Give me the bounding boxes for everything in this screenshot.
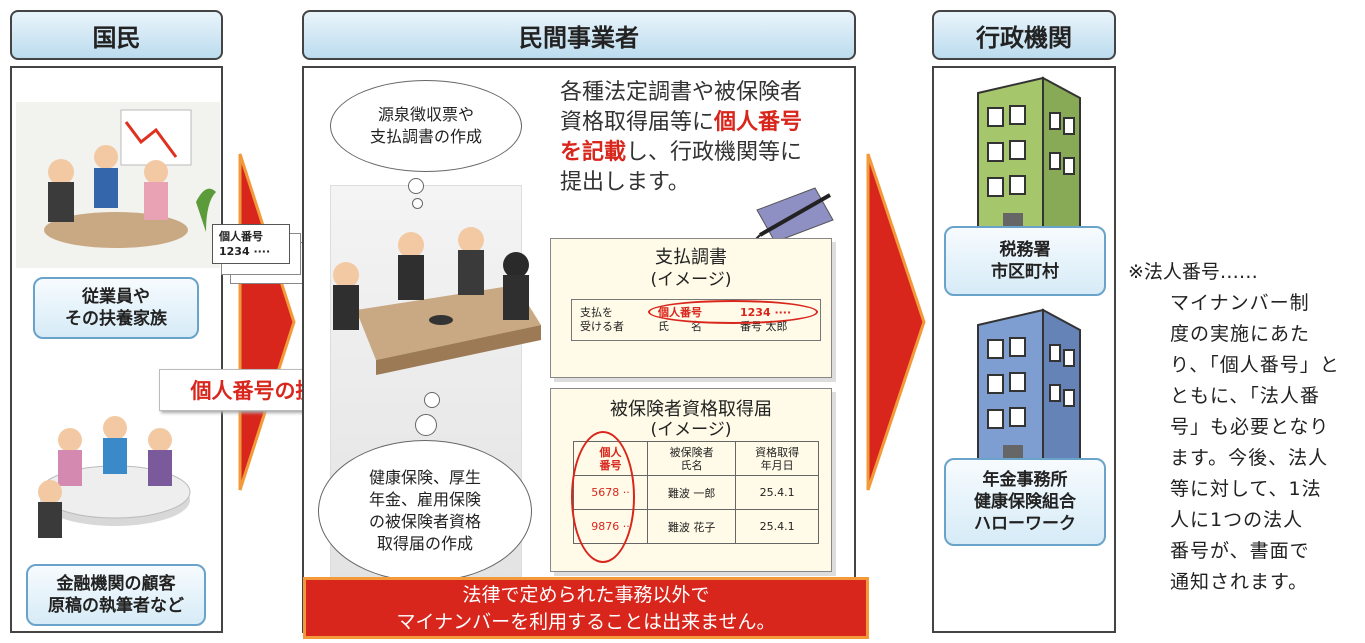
flow-arrow-right bbox=[866, 153, 926, 491]
cloud2-line2: 年金、雇用保険 bbox=[368, 490, 481, 509]
note-line-9: 番号が、書面で bbox=[1170, 540, 1310, 562]
tax-office-line1: 税務署 bbox=[999, 240, 1051, 260]
office-meeting-illustration bbox=[16, 102, 220, 268]
customer-meeting-illustration bbox=[38, 416, 191, 538]
payment-number-highlight-ellipse bbox=[648, 300, 818, 324]
number-card: 個人番号 1234 ···· bbox=[212, 224, 290, 264]
insured-header3-l2: 年月日 bbox=[760, 458, 794, 472]
pension-office-line1: 年金事務所 bbox=[982, 470, 1068, 490]
employees-line1: 従業員や bbox=[82, 287, 150, 307]
thought-cloud-withholding: 源泉徴収票や 支払調書の作成 bbox=[330, 80, 522, 172]
insured-number-highlight-ellipse bbox=[571, 431, 635, 563]
citizen-header: 国民 bbox=[10, 10, 223, 60]
flow-arrow-left bbox=[238, 153, 296, 491]
citizen-title: 国民 bbox=[92, 23, 141, 52]
tax-office-box: 税務署 市区町村 bbox=[944, 226, 1106, 296]
payment-row-label1: 支払を bbox=[580, 306, 613, 319]
business-description: 各種法定調書や被保険者 資格取得届等に個人番号 を記載し、行政機関等に 提出しま… bbox=[560, 78, 850, 198]
payment-doc-title: 支払調書 bbox=[655, 247, 727, 268]
note-line-6: ます。今後、法人 bbox=[1170, 447, 1329, 469]
corporate-number-note: ※法人番号…… マイナンバー制 度の実施にあた り、「個人番号」と ともに、「法… bbox=[1128, 257, 1360, 598]
government-title: 行政機関 bbox=[976, 23, 1072, 52]
description-line1: 各種法定調書や被保険者 bbox=[560, 80, 803, 105]
insured-doc-subtitle: (イメージ) bbox=[650, 420, 732, 440]
insured-header2-l2: 氏名 bbox=[680, 458, 703, 472]
cloud1-line1: 源泉徴収票や bbox=[377, 105, 474, 124]
employees-line2: その扶養家族 bbox=[65, 309, 167, 329]
banner-line2: マイナンバーを利用することは出来ません。 bbox=[396, 611, 776, 633]
insured-row1-date: 25.4.1 bbox=[735, 475, 819, 510]
payment-name-header: 氏 名 bbox=[658, 320, 702, 333]
tax-office-line2: 市区町村 bbox=[991, 262, 1059, 282]
thought-bubble-dot bbox=[415, 414, 437, 436]
customers-line1: 金融機関の顧客 bbox=[56, 574, 176, 594]
number-card-stack: 個人番号 1234 ···· bbox=[212, 224, 312, 288]
pension-office-building-icon bbox=[977, 308, 1081, 477]
thought-bubble-dot bbox=[424, 392, 440, 408]
insured-header3-l1: 資格取得 bbox=[755, 445, 800, 459]
description-line4: 提出します。 bbox=[560, 170, 690, 195]
cloud2-line1: 健康保険、厚生 bbox=[368, 468, 481, 487]
thought-cloud-insurance: 健康保険、厚生 年金、雇用保険 の被保険者資格 取得届の作成 bbox=[318, 440, 532, 582]
customers-box: 金融機関の顧客 原稿の執筆者など bbox=[26, 564, 206, 626]
description-line3: し、行政機関等に bbox=[626, 140, 803, 165]
insured-row1-name: 難波 一郎 bbox=[647, 475, 737, 510]
insured-header2-l1: 被保険者 bbox=[669, 445, 714, 459]
business-title: 民間事業者 bbox=[519, 23, 639, 52]
description-highlight2: を記載 bbox=[560, 140, 627, 165]
note-line-1: マイナンバー制 bbox=[1170, 292, 1310, 314]
banner-line1: 法律で定められた事務以外で bbox=[462, 584, 710, 606]
note-line-7: 等に対して、1法 bbox=[1170, 478, 1322, 500]
insured-qualification-document: 被保険者資格取得届 (イメージ) 個人番号 被保険者氏名 資格取得年月日 567… bbox=[550, 388, 832, 572]
payment-doc-subtitle: (イメージ) bbox=[650, 270, 732, 290]
insured-doc-title: 被保険者資格取得届 bbox=[610, 399, 772, 420]
insured-row2-name: 難波 花子 bbox=[647, 509, 737, 544]
pension-office-box: 年金事務所 健康保険組合 ハローワーク bbox=[944, 458, 1106, 546]
customers-line2: 原稿の執筆者など bbox=[48, 596, 184, 616]
tax-office-building-icon bbox=[977, 76, 1081, 245]
note-heading: ※法人番号…… bbox=[1128, 261, 1258, 283]
cloud1-line2: 支払調書の作成 bbox=[369, 127, 482, 146]
note-line-2: 度の実施にあた bbox=[1170, 323, 1311, 345]
thought-bubble-dot bbox=[412, 198, 423, 209]
pension-office-line3: ハローワーク bbox=[974, 514, 1076, 534]
description-line2: 資格取得届等に bbox=[560, 110, 715, 135]
thought-bubble-dot bbox=[408, 178, 424, 194]
number-card-number: 1234 ···· bbox=[219, 245, 271, 258]
note-line-5: 号」も必要となり bbox=[1170, 416, 1330, 438]
note-line-8: 人に1つの法人 bbox=[1170, 509, 1304, 531]
note-line-3: り、「個人番号」と bbox=[1170, 354, 1340, 376]
payment-record-document: 支払調書 (イメージ) 支払を 受ける者 個人番号 氏 名 1234 ···· … bbox=[550, 238, 832, 378]
employees-box: 従業員や その扶養家族 bbox=[33, 277, 199, 339]
government-header: 行政機関 bbox=[932, 10, 1116, 60]
pension-office-line2: 健康保険組合 bbox=[974, 492, 1076, 512]
insured-row2-date: 25.4.1 bbox=[735, 509, 819, 544]
insured-table: 個人番号 被保険者氏名 資格取得年月日 5678 ·· 難波 一郎 25.4.1… bbox=[572, 441, 819, 544]
business-header: 民間事業者 bbox=[302, 10, 856, 60]
legal-warning-banner: 法律で定められた事務以外で マイナンバーを利用することは出来ません。 bbox=[303, 577, 869, 639]
note-line-4: ともに、「法人番 bbox=[1170, 385, 1320, 407]
cloud2-line4: 取得届の作成 bbox=[376, 534, 473, 553]
description-highlight1: 個人番号 bbox=[714, 110, 803, 135]
pen-icon bbox=[752, 187, 834, 243]
note-line-10: 通知されます。 bbox=[1170, 571, 1309, 593]
business-meeting-illustration bbox=[333, 227, 541, 375]
number-card-label: 個人番号 bbox=[219, 230, 263, 243]
cloud2-line3: の被保険者資格 bbox=[368, 512, 481, 531]
payment-row-label2: 受ける者 bbox=[580, 320, 624, 333]
